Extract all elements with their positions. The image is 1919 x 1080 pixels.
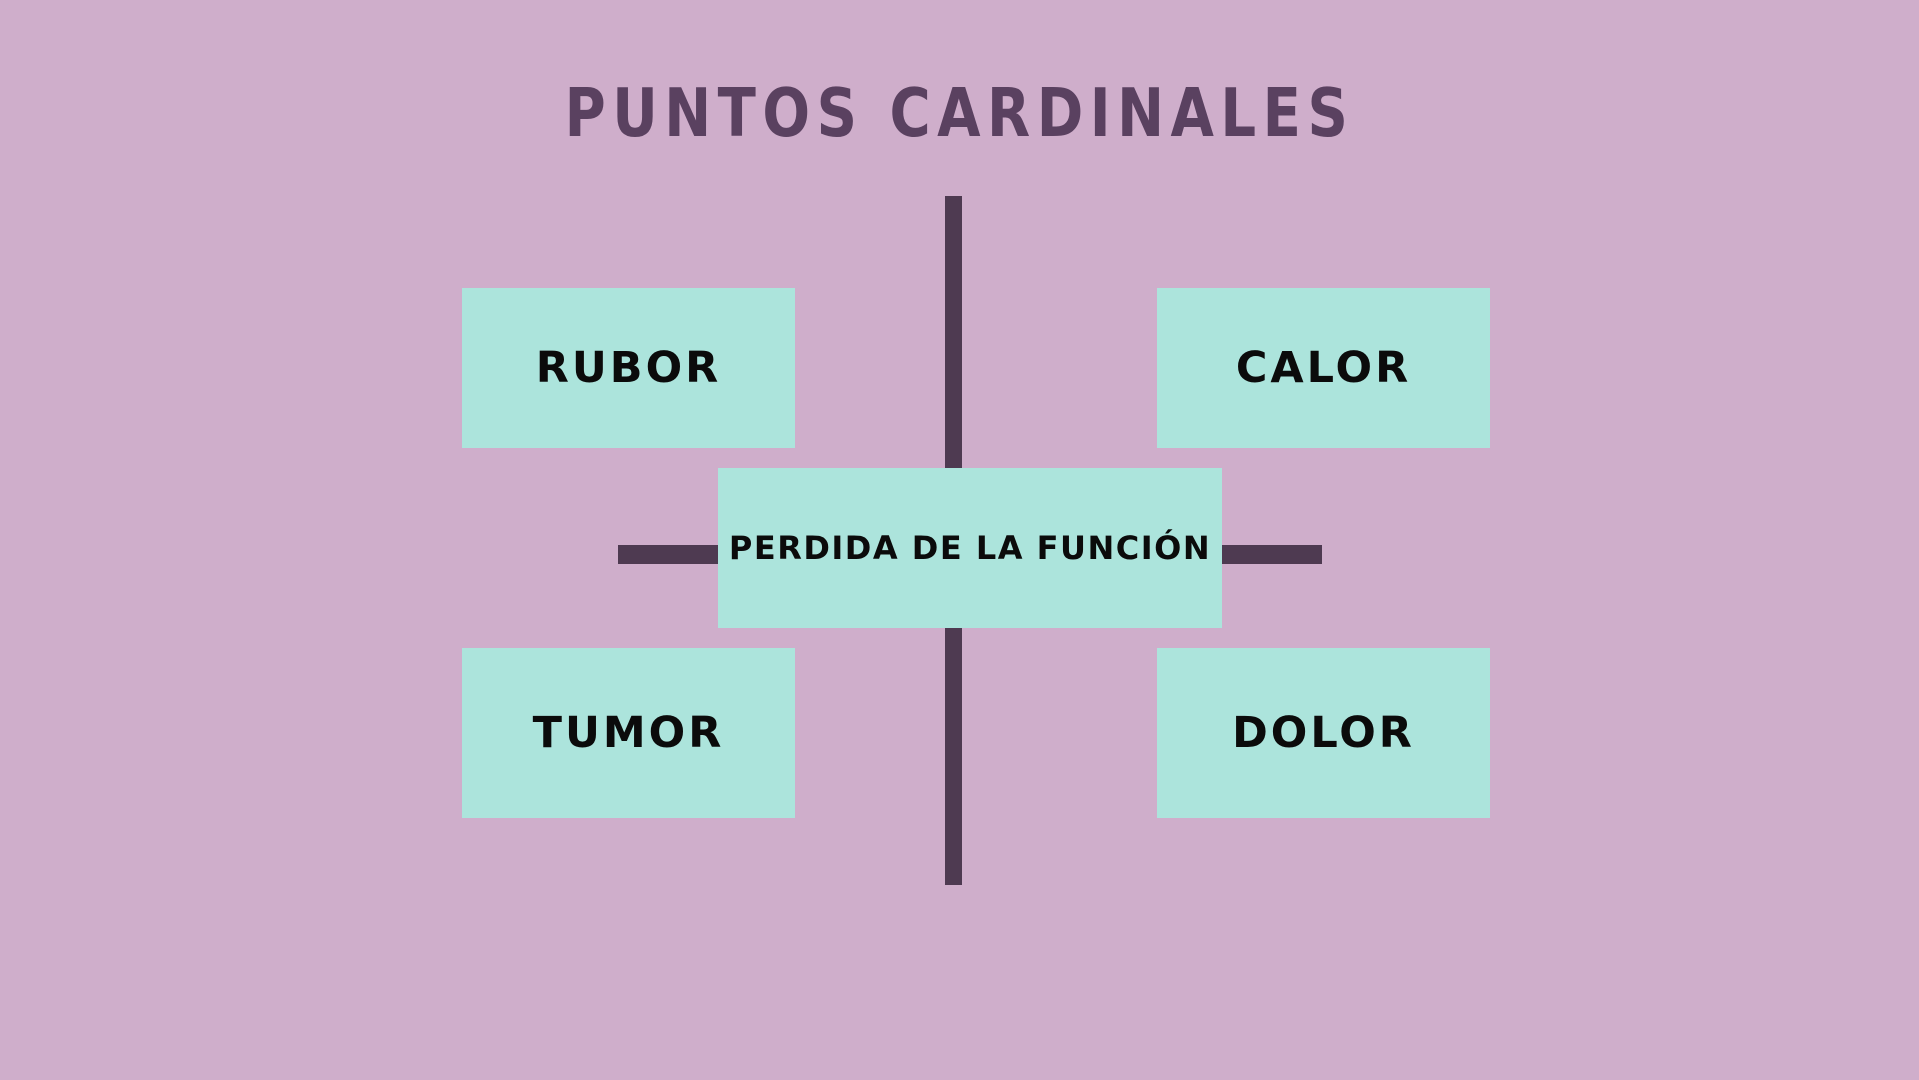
node-box-calor[interactable]: CALOR <box>1157 288 1490 448</box>
connector-left-line <box>618 545 721 564</box>
node-label-rubor: RUBOR <box>535 342 722 393</box>
node-label-calor: CALOR <box>1235 342 1412 393</box>
node-box-rubor[interactable]: RUBOR <box>462 288 795 448</box>
connector-right-line <box>1205 545 1322 564</box>
node-box-center[interactable]: PERDIDA DE LA FUNCIÓN <box>718 468 1222 628</box>
node-box-tumor[interactable]: TUMOR <box>462 648 795 818</box>
node-label-dolor: DOLOR <box>1232 707 1415 758</box>
node-box-dolor[interactable]: DOLOR <box>1157 648 1490 818</box>
node-label-center: PERDIDA DE LA FUNCIÓN <box>728 529 1212 567</box>
page-title: PUNTOS CARDINALES <box>564 74 1355 152</box>
node-label-tumor: TUMOR <box>532 707 725 758</box>
